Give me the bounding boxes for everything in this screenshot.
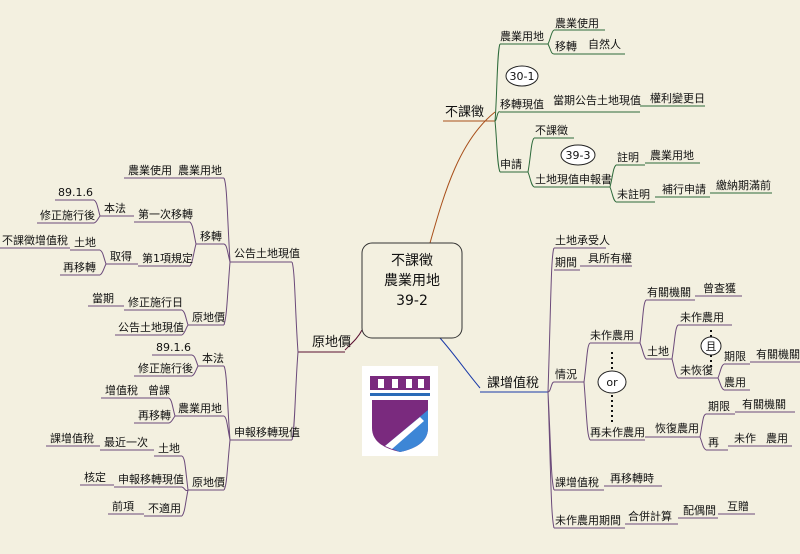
node-ag-land-l: 農業用地: [178, 163, 222, 177]
left-subtree: 原地價 公告土地現值 農業用地 農業使用 移轉 第一次移轉 本法 89.1.6 …: [0, 163, 351, 517]
node-no-tax: 不課徵: [445, 104, 484, 120]
node-acquire: 取得: [110, 250, 132, 263]
node-period: 期間: [555, 256, 577, 269]
node-last-time: 最近一次: [104, 435, 148, 449]
node-date-1: 89.1.6: [58, 186, 93, 199]
node-ag-land-3: 農業用地: [650, 148, 694, 162]
node-revised-date: 修正施行日: [128, 295, 183, 309]
node-para-1: 第1項規定: [142, 251, 193, 265]
node-transfer: 移轉: [555, 40, 577, 53]
node-not-farming-2: 未作農用: [680, 310, 724, 324]
node-not-farming: 未作農用: [590, 328, 634, 342]
node-apply: 申請: [500, 157, 522, 171]
node-natural-person: 自然人: [588, 37, 621, 51]
node-transfer-l: 移轉: [200, 230, 222, 243]
node-restore-farming: 恢復農用: [655, 421, 699, 435]
node-non-farm-period: 未作農用期間: [555, 513, 621, 527]
node-deadline-2: 期限: [708, 400, 730, 413]
node-ag-use-r2: 農用: [766, 431, 788, 445]
center-line-2: 農業用地: [384, 273, 440, 289]
node-this-law-2: 本法: [202, 351, 224, 365]
node-revised-2: 修正施行後: [138, 361, 193, 375]
node-orig-price-l1: 原地價: [192, 310, 225, 324]
node-authority-2: 有關機關: [756, 347, 800, 361]
node-supplement: 補行申請: [662, 182, 706, 196]
center-line-3: 39-2: [396, 293, 428, 309]
node-land-l1: 土地: [74, 236, 96, 249]
node-own: 具所有權: [588, 251, 632, 265]
node-no-tax-vat: 不課徵增值稅: [2, 233, 68, 247]
right-subtree: 課增值稅 土地承受人 期間 具所有權 情況 未作農用 有關機關 曾查獲 土地 未…: [480, 234, 800, 529]
node-current: 當期: [92, 292, 114, 305]
node-prior-item: 前項: [112, 499, 134, 513]
node-ag-land: 農業用地: [500, 29, 544, 43]
node-rights-change-date: 權利變更日: [650, 91, 705, 105]
node-combined: 合併計算: [628, 509, 672, 523]
node-spouse: 配偶間: [683, 504, 716, 517]
node-ag-use-l: 農業使用: [128, 163, 172, 177]
node-tax-vat-2: 課增值稅: [555, 475, 599, 489]
bubble-30-1: 30-1: [510, 70, 535, 83]
node-retransfer-r: 再移轉時: [610, 472, 654, 485]
node-date-2: 89.1.6: [156, 341, 191, 354]
node-announced-l: 公告土地現值: [118, 321, 184, 334]
node-ag-land-l2: 農業用地: [178, 401, 222, 415]
node-orig-price-l2: 原地價: [192, 475, 225, 489]
node-verified: 核定: [84, 470, 106, 484]
node-vat: 增值稅: [105, 383, 138, 397]
node-reported-l: 申報移轉現值: [118, 473, 184, 486]
node-ag-use-r: 農用: [724, 375, 746, 389]
node-authority: 有關機關: [647, 285, 691, 299]
node-announced-value: 當期公告土地現值: [553, 94, 641, 107]
node-first-transfer: 第一次移轉: [138, 207, 193, 221]
node-retransfer-l2: 再移轉: [138, 409, 171, 422]
node-tax-vat: 課增值稅: [487, 375, 539, 391]
branch-left: [344, 329, 363, 351]
bubble-or: or: [606, 376, 618, 389]
node-gift: 互贈: [727, 499, 749, 513]
node-not-noted: 未註明: [617, 188, 650, 201]
node-deadline: 期限: [724, 350, 746, 363]
center-node: [361, 242, 463, 339]
logo: [362, 366, 438, 456]
node-this-law-1: 本法: [104, 201, 126, 215]
branch-right: [439, 337, 481, 389]
node-again: 再: [708, 436, 719, 449]
node-report-form: 土地現值申報書: [535, 172, 612, 186]
node-reported-value: 申報移轉現值: [234, 426, 300, 439]
branch-top-right: [429, 111, 496, 244]
node-deadline-pay: 繳納期滿前: [716, 178, 771, 192]
node-original-price: 原地價: [312, 335, 351, 350]
node-retransfer-l1: 再移轉: [63, 261, 96, 274]
node-noted: 註明: [617, 151, 639, 164]
node-land-l2: 土地: [158, 442, 180, 455]
node-authority-3: 有關機關: [742, 397, 786, 411]
node-transfer-value: 移轉現值: [500, 98, 544, 111]
node-tax-vat-l: 課增值稅: [50, 431, 94, 445]
center-line-1: 不課徵: [391, 253, 433, 269]
bubble-and: 且: [706, 340, 717, 353]
node-land-r: 土地: [647, 345, 669, 358]
node-ag-use: 農業使用: [555, 16, 599, 30]
node-revised-1: 修正施行後: [40, 208, 95, 222]
node-not-applicable: 不適用: [148, 501, 181, 515]
node-again-not-farming: 再未作農用: [590, 425, 645, 439]
node-not-do: 未作: [734, 432, 756, 445]
bubble-39-3: 39-3: [566, 149, 591, 162]
node-inspected: 曾查獲: [703, 281, 736, 295]
node-paid: 曾課: [148, 383, 170, 397]
node-announced-land-value: 公告土地現值: [234, 247, 300, 260]
node-situation: 情況: [555, 367, 577, 381]
top-right-subtree: 不課徵 農業用地 農業使用 移轉 自然人 30-1 移轉現值 當期公告土地現值 …: [443, 16, 772, 203]
node-not-restored: 未恢復: [680, 364, 713, 377]
node-no-tax-2: 不課徵: [535, 123, 568, 137]
node-heir: 土地承受人: [555, 234, 610, 247]
